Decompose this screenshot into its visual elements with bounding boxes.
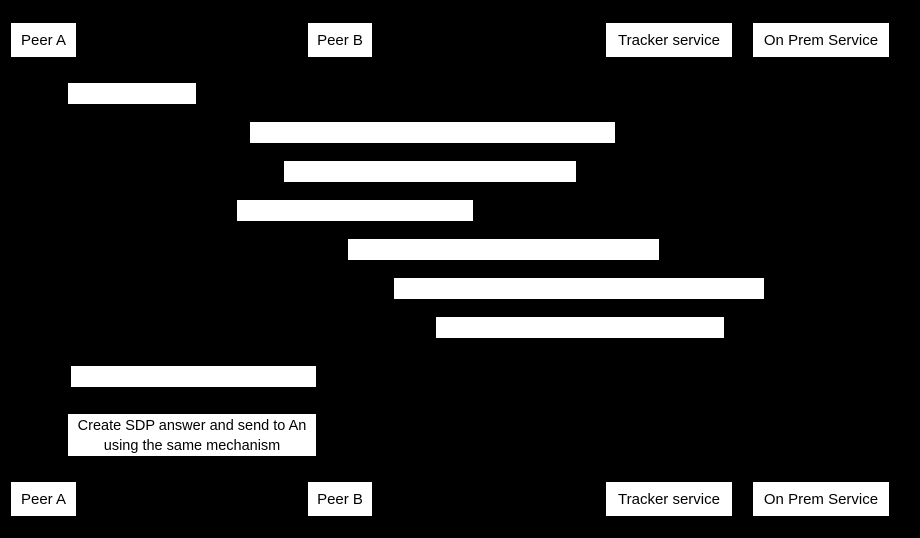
message-label-send-encrypted-offer: Send encrypted offer/candidates — [237, 200, 473, 237]
participant-footer-peer-a[interactable]: Peer A — [10, 481, 77, 517]
message-label-create-sdp-answer: Create SDP answer and send to An using t… — [68, 414, 316, 456]
arrow-msg-1 — [43, 104, 83, 105]
participant-header-peer-b-label: Peer B — [317, 31, 363, 49]
participant-footer-peer-b-label: Peer B — [317, 490, 363, 508]
message-label-encrypted-data-result: { result: "ENCRYPTED_DATA", error: null … — [284, 161, 576, 198]
arrow-msg-6 — [340, 299, 821, 300]
participant-footer-peer-b[interactable]: Peer B — [307, 481, 373, 517]
participant-footer-tracker-service-label: Tracker service — [618, 490, 720, 508]
message-label-post-decrypt-sdp: POST /v1/decrypt-sdp { data: "ENCRYPTED_… — [394, 278, 764, 315]
participant-header-on-prem-service-label: On Prem Service — [763, 31, 879, 49]
participant-footer-peer-a-label: Peer A — [20, 490, 67, 508]
lifeline-peer-b — [340, 58, 341, 478]
arrow-msg-8 — [43, 387, 340, 388]
arrow-msg-5 — [340, 260, 669, 261]
message-text: { result: "ENCRYPTED_DATA", error: null … — [301, 182, 576, 198]
participant-header-tracker-service-label: Tracker service — [618, 31, 720, 49]
lifeline-on-prem — [821, 58, 822, 478]
participant-footer-on-prem-service[interactable]: On Prem Service — [752, 481, 890, 517]
lifeline-peer-a — [43, 58, 44, 478]
message-text: Forward encrypted offer/candidates from … — [374, 260, 649, 276]
message-text: POST /v1/encrypt-sdp { data: "DECRYPTED_… — [268, 143, 613, 159]
participant-footer-tracker-service[interactable]: Tracker service — [605, 481, 733, 517]
message-label-sdp-offer-received: SDP offer received and decrypted! — [71, 366, 316, 403]
arrow-msg-4 — [43, 221, 669, 222]
arrow-msg-2 — [43, 143, 821, 144]
message-text: POST /v1/decrypt-sdp { data: "ENCRYPTED_… — [414, 299, 760, 315]
arrow-msg-7 — [340, 338, 821, 339]
message-label-decrypted-data-result: { result: "DECRYPTED_DATA", error: null … — [436, 317, 728, 354]
message-text: Creates SDP offer — [85, 104, 203, 120]
message-text: Send encrypted offer/candidates — [258, 221, 468, 237]
lifeline-tracker — [669, 58, 670, 478]
message-text: SDP offer received and decrypted! — [91, 387, 313, 403]
message-label-creates-sdp-offer: Creates SDP offer — [68, 83, 202, 120]
arrow-msg-3 — [43, 182, 821, 183]
participant-header-peer-a[interactable]: Peer A — [10, 22, 77, 58]
message-text-line-2: using the same mechanism — [103, 438, 281, 454]
message-text: { result: "DECRYPTED_DATA", error: null … — [453, 338, 728, 354]
arrow-msg-9 — [43, 456, 340, 457]
participant-header-peer-b[interactable]: Peer B — [307, 22, 373, 58]
participant-header-tracker-service[interactable]: Tracker service — [605, 22, 733, 58]
participant-header-peer-a-label: Peer A — [20, 31, 67, 49]
message-label-post-encrypt-sdp: POST /v1/encrypt-sdp { data: "DECRYPTED_… — [250, 122, 615, 159]
message-text-line-1: Create SDP answer and send to An — [77, 418, 307, 434]
message-label-forward-encrypted-offer: Forward encrypted offer/candidates from … — [348, 239, 659, 276]
participant-header-on-prem-service[interactable]: On Prem Service — [752, 22, 890, 58]
participant-footer-on-prem-service-label: On Prem Service — [763, 490, 879, 508]
